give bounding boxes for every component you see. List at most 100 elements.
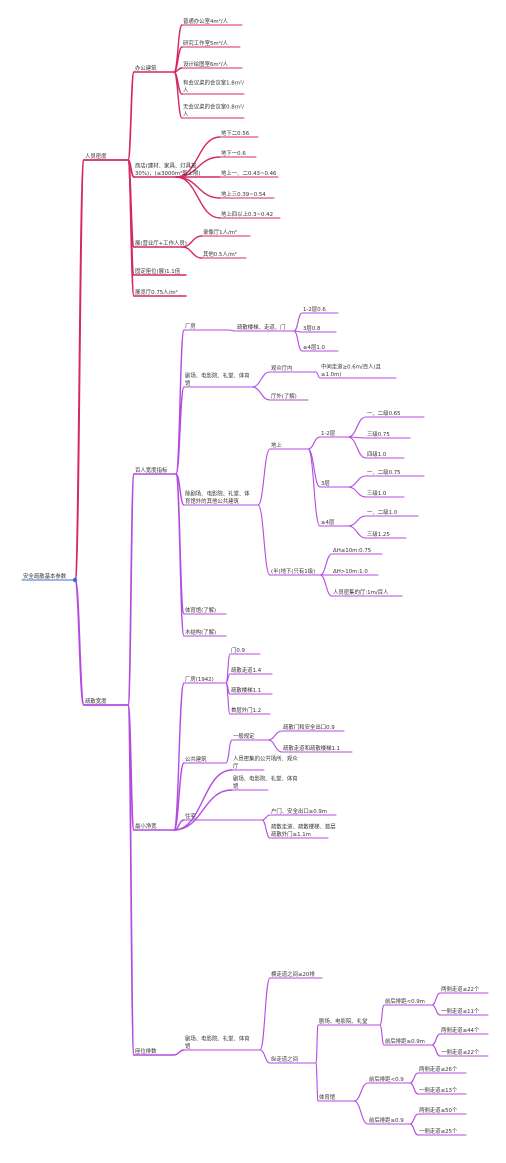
node-r1[interactable]: 疏散宽度 — [83, 697, 129, 706]
node-r1-2-0-1-0-1-0[interactable]: 两侧走道≤44个 — [439, 1026, 489, 1035]
node-r1-2-0-1-0[interactable]: 剧场、电影院、礼堂 — [317, 1017, 381, 1026]
node-r1-1-1-0-0[interactable]: 疏散门和安全出口0.9 — [281, 723, 345, 732]
node-r0-1-0[interactable]: 地下二0.56 — [219, 129, 259, 138]
node-r1-1-1-0-1[interactable]: 疏散走道和疏散楼梯1.1 — [281, 744, 353, 753]
node-r1-2-0-1-0-1-1[interactable]: 一侧走道≤22个 — [439, 1048, 489, 1057]
node-r0-1-2[interactable]: 地上一、二0.43~0.46 — [219, 169, 279, 178]
node-label: 观众厅内 — [271, 364, 293, 372]
node-r1-2-0-1-0-0[interactable]: 前后排距<0.9m — [383, 997, 433, 1006]
node-r0-4[interactable]: 展览厅0.75人/m² — [133, 288, 187, 297]
node-r0-0-1[interactable]: 研究工作室5m²/人 — [181, 39, 241, 48]
node-r1-0-2-0-0[interactable]: 1-2层 — [319, 430, 349, 438]
node-r0-0-2[interactable]: 设计绘图室6m²/人 — [181, 60, 243, 69]
node-r1-0-2-1-1[interactable]: ΔH>10m:1.0 — [331, 569, 379, 576]
node-r1-2-0-1-1-1-1[interactable]: 一侧走道≤25个 — [417, 1127, 467, 1136]
node-r1-1-0-1[interactable]: 疏散走道1.4 — [229, 666, 273, 675]
node-r1-0-3[interactable]: 体育馆(了解) — [183, 606, 227, 615]
node-label: 馆 — [233, 782, 239, 790]
node-r1-1-0-2[interactable]: 疏散楼梯1.1 — [229, 686, 273, 695]
node-r1-0-0-0-1[interactable]: 3层0.8 — [301, 325, 337, 333]
node-r1-0-1-1[interactable]: 厅外(了解) — [269, 392, 309, 401]
node-r1-0-2-1-2[interactable]: 人员密集的厅:1m/百人 — [331, 588, 403, 597]
connector-line — [409, 1123, 419, 1136]
node-label: 地上四以上0.3~0.42 — [221, 210, 273, 218]
node-r1-1-4-0[interactable]: 户门、安全出口≥0.9m — [269, 807, 337, 816]
node-r1-0-0-0[interactable]: 疏散楼梯、走道、门 — [235, 323, 295, 332]
node-r1-1-1[interactable]: 公共建筑 — [183, 755, 227, 764]
node-r0-1-3[interactable]: 地上三0.39~0.54 — [219, 190, 275, 199]
node-r1-2-0-0[interactable]: 横走道之间≤20排 — [269, 970, 323, 979]
node-label: ΔH≤10m:0.75 — [333, 548, 371, 554]
node-r1-2-0-1-0-0-1[interactable]: 一侧走道≤11个 — [439, 1007, 489, 1016]
node-r1-0-1-0-0[interactable]: 中间走道≥0.6m/百人(且≥1.0m) — [319, 363, 397, 379]
node-r1-0-2-0-0-2[interactable]: 四级1.0 — [365, 450, 405, 459]
node-label: 剧场、电影院、礼堂、体育 — [233, 775, 298, 783]
node-r1-0-1-0[interactable]: 观众厅内 — [269, 364, 317, 373]
node-r1-0-2-1-0[interactable]: ΔH≤10m:0.75 — [331, 548, 383, 555]
node-r1-2-0-1-1-0-0[interactable]: 两侧走道≤26个 — [417, 1065, 467, 1074]
node-r1-1-1-0[interactable]: 一般规定 — [231, 732, 269, 741]
node-r1-0-2-0-1-0[interactable]: 一、二级0.75 — [365, 468, 425, 477]
node-r1-2[interactable]: 座位排数 — [133, 1047, 175, 1056]
node-r0-0[interactable]: 办公建筑 — [133, 64, 175, 73]
node-r1-1-3[interactable]: 剧场、电影院、礼堂、体育馆 — [231, 775, 298, 791]
node-r0-1-1[interactable]: 地下一0.6 — [219, 149, 257, 158]
node-r0-1-4[interactable]: 地上四以上0.3~0.42 — [219, 210, 281, 219]
connector-line — [175, 329, 185, 475]
node-r1-1-2[interactable]: 人员密集的公共场所、观众厅 — [231, 755, 298, 771]
connector-line — [175, 176, 221, 219]
node-r0-2-0[interactable]: 录像厅1人/m² — [201, 228, 251, 237]
node-r1-1-0[interactable]: 厂房(1942) — [183, 675, 227, 684]
node-label: 一、二级1.0 — [367, 508, 398, 516]
node-r1-2-0-1-1-1[interactable]: 前后排距≥0.9 — [367, 1116, 411, 1125]
node-r1-2-0-1-1-0-1[interactable]: 一侧走道≤13个 — [417, 1086, 467, 1095]
node-r1-1-4[interactable]: 住宅 — [183, 812, 263, 821]
node-r0-0-0[interactable]: 普通办公室4m²/人 — [181, 17, 243, 26]
node-r0-2-1[interactable]: 其他0.5人/m² — [201, 250, 247, 259]
node-r1-2-0-1[interactable]: 纵走道之间 — [269, 1055, 317, 1064]
node-label: 馆 — [185, 1042, 191, 1050]
node-r1-2-0-1-0-1[interactable]: 前后排距≥0.9m — [383, 1037, 433, 1046]
node-r1-2-0[interactable]: 剧场、电影院、礼堂、体育馆 — [183, 1035, 261, 1051]
node-r1-2-0-1-1[interactable]: 体育馆 — [317, 1093, 355, 1102]
node-r1-0-0-0-0[interactable]: 1-2层0.6 — [301, 306, 339, 314]
node-r1-1-0-3[interactable]: 首层外门1.2 — [229, 706, 271, 715]
node-r0-0-4[interactable]: 无会议桌的会议室0.8m²/人 — [181, 103, 245, 119]
node-label: 疏散走道、疏散楼梯、首层 — [271, 823, 336, 831]
connector-line — [251, 386, 271, 401]
node-r1-2-0-1-1-1-0[interactable]: 两侧走道≤50个 — [417, 1106, 467, 1115]
node-r1-0-2-0-2-1[interactable]: 三级1.25 — [365, 530, 407, 539]
node-label: (半)地下(只有1级) — [271, 567, 315, 575]
node-r1-0-2-0-2-0[interactable]: 一、二级1.0 — [365, 508, 419, 517]
node-r1-0-2-0-0-1[interactable]: 三级0.75 — [365, 430, 411, 439]
node-r0-0-3[interactable]: 有会议桌的会议室1.8m²/人 — [181, 79, 245, 95]
node-label: 人 — [183, 87, 189, 94]
root-handle[interactable] — [72, 577, 78, 583]
node-label: 剧场、电影院、礼堂、体育 — [185, 372, 250, 380]
node-r1-0-2-0-2[interactable]: ≥4层 — [319, 519, 349, 527]
node-label: 前后排距≥0.9m — [385, 1037, 425, 1045]
node-r1-0-0[interactable]: 厂房 — [183, 322, 229, 331]
node-r1-2-0-1-1-0[interactable]: 前后排距<0.9 — [367, 1075, 411, 1084]
node-r1-0-2-1[interactable]: (半)地下(只有1级) — [269, 567, 321, 576]
node-r1-0[interactable]: 百人宽度指标 — [133, 466, 177, 475]
node-r1-1-0-0[interactable]: 门0.9 — [229, 646, 261, 655]
node-r0-3[interactable]: 固定座位(展)1.1倍 — [133, 267, 187, 276]
node-r1-1[interactable]: 最小净宽 — [133, 822, 175, 831]
node-r1-0-1[interactable]: 剧场、电影院、礼堂、体育馆 — [183, 372, 253, 388]
node-r1-0-2-0[interactable]: 地上 — [269, 441, 309, 450]
connector-line — [319, 574, 333, 597]
root-topic[interactable]: 安全疏散基本参数 — [21, 572, 78, 583]
node-r1-0-2-0-1-1[interactable]: 三级1.0 — [365, 489, 405, 498]
node-r1-0-4[interactable]: 木结构(了解) — [183, 628, 227, 637]
node-r1-2-0-1-0-0-0[interactable]: 两侧走道≤22个 — [439, 985, 489, 994]
node-label: 地上一、二0.43~0.46 — [221, 169, 277, 177]
node-r0[interactable]: 人员密度 — [83, 152, 129, 161]
node-r0-2[interactable]: 展(营业厅+工作人员) — [133, 239, 187, 248]
node-r1-0-0-0-2[interactable]: ≥4层1.0 — [301, 344, 339, 352]
node-r1-0-2-0-0-0[interactable]: 一、二级0.65 — [365, 409, 425, 418]
node-r1-0-2-0-1[interactable]: 3层 — [319, 480, 349, 488]
